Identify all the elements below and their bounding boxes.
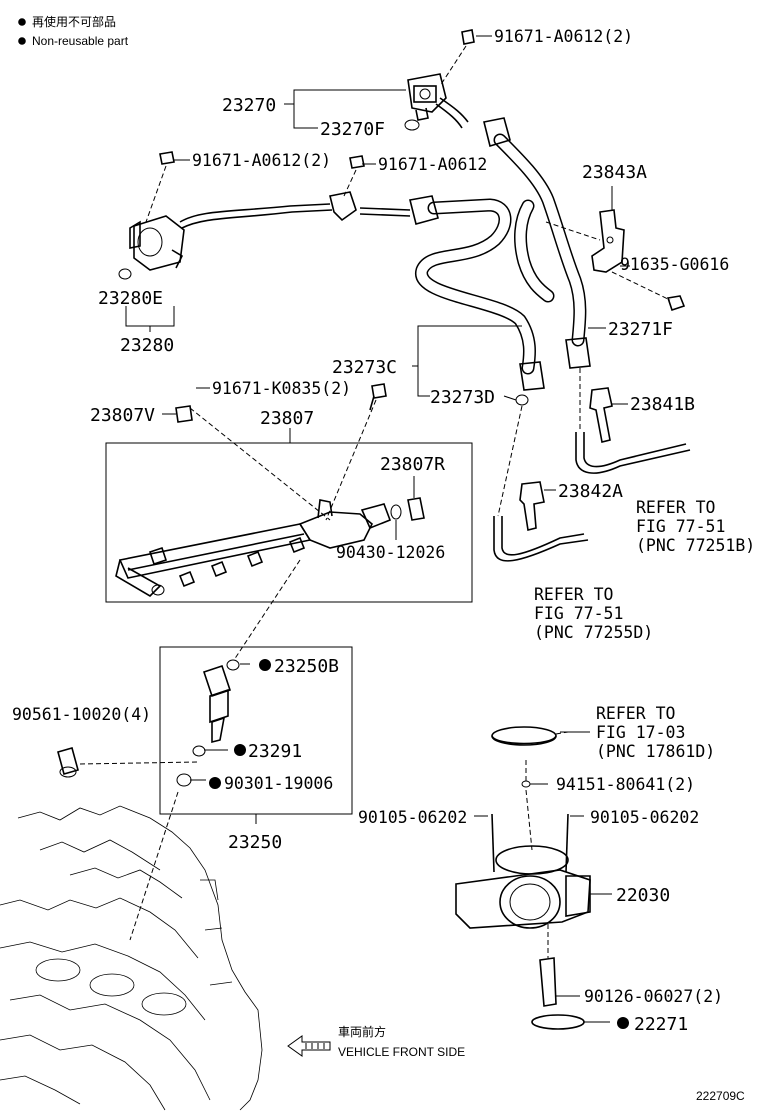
refer-note: REFER TO [636,498,715,517]
part-label: 23807 [260,408,314,429]
refer-note: FIG 77-51 [636,517,725,536]
clamp-23842A [519,481,545,531]
part-label: 23843A [582,162,647,183]
part-label: 91671-A0612(2) [494,27,633,46]
throttle-body [455,726,591,1030]
refer-note: (PNC 77251B) [636,536,755,555]
legend-english: Non-reusable part [32,34,129,48]
part-label: 23291 [248,741,302,762]
refer-note: REFER TO [596,704,675,723]
fuel-hoses [179,97,587,375]
part-label: 90301-19006 [224,774,333,793]
vsv-23270 [404,73,447,131]
part-label: 91671-A0612 [378,155,487,174]
part-labels: 91671-A0612(2) 23270 23270F 91671-A0612(… [12,27,755,1035]
part-label: 23280E [98,288,163,309]
figure-id: 222709C [696,1089,745,1103]
non-reusable-marker-icon [617,1017,629,1029]
leader-lines [125,35,630,1023]
non-reusable-marker-icon [209,777,221,789]
non-reusable-marker-icon [234,744,246,756]
fuel-rail-box [105,442,473,603]
bolt-90561 [57,747,79,778]
part-label: 90105-06202 [590,808,699,827]
engine-outline [0,805,263,1111]
vsv-23280 [118,215,185,280]
part-label: 90561-10020(4) [12,705,151,724]
part-label: 23270F [320,119,385,140]
hose-connectors [409,117,591,406]
part-label: 90126-06027(2) [584,987,723,1006]
clamp-23841B [589,387,613,443]
legend-japanese: 再使用不可部品 [32,14,116,29]
bolts [159,29,475,423]
part-label: 90105-06202 [358,808,467,827]
front-label-en: VEHICLE FRONT SIDE [338,1045,465,1059]
part-label: 23807V [90,405,155,426]
refer-pipes [493,432,691,562]
part-label: 22271 [634,1014,688,1035]
part-label: 91671-A0612(2) [192,151,331,170]
refer-note: FIG 17-03 [596,723,685,742]
pipe-clamp [329,191,357,222]
part-label: 23250B [274,656,339,677]
part-label: 23271F [608,319,673,340]
front-arrow-icon [287,1035,331,1057]
part-label: 23250 [228,832,282,853]
part-label: 23841B [630,394,695,415]
refer-note: (PNC 17861D) [596,742,715,761]
refer-note: (PNC 77255D) [534,623,653,642]
part-label: 23842A [558,481,623,502]
front-label-jp: 車両前方 [338,1024,386,1039]
non-reusable-markers [209,659,629,1029]
refer-note: FIG 77-51 [534,604,623,623]
part-label: 91671-K0835(2) [212,379,351,398]
vehicle-front-indicator: 車両前方 VEHICLE FRONT SIDE [287,1024,465,1059]
refer-note: REFER TO [534,585,613,604]
part-label: 23807R [380,454,445,475]
bracket-23843A [591,209,625,273]
part-label: 91635-G0616 [620,255,729,274]
non-reusable-marker-icon [18,37,26,45]
part-label: 90430-12026 [336,543,445,562]
part-label: 23280 [120,335,174,356]
non-reusable-marker-icon [259,659,271,671]
part-label: 94151-80641(2) [556,775,695,794]
non-reusable-marker-icon [18,18,26,26]
part-label: 23273D [430,387,495,408]
part-label: 22030 [616,885,670,906]
legend: 再使用不可部品 Non-reusable part [18,14,129,48]
part-label: 23270 [222,95,276,116]
bolt-91635 [666,295,686,312]
locator-lines [79,45,671,958]
part-label: 23273C [332,357,397,378]
